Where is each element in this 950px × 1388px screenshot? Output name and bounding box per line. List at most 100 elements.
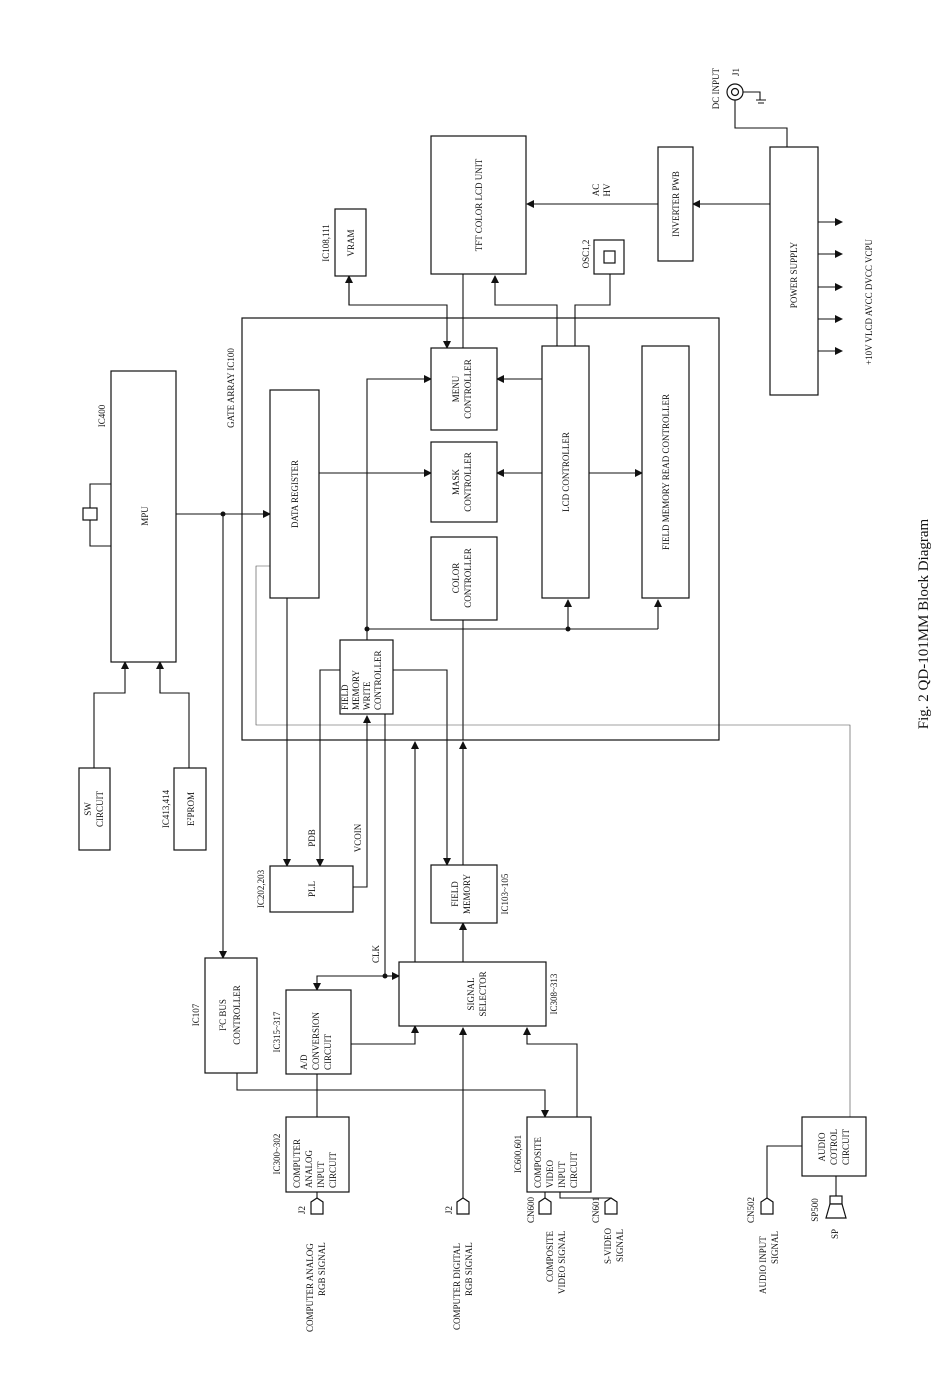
figure-caption: Fig. 2 QD-101MM Block Diagram xyxy=(916,518,932,729)
field-memory-block xyxy=(430,864,498,924)
tft-lcd-label: TFT COLOR LCD UNIT xyxy=(474,158,484,251)
svideo-signal-label-2: SIGNAL xyxy=(615,1229,625,1262)
audio-control-label-2: COTROL xyxy=(829,1129,839,1165)
i2c-label-2: CONTROLLER xyxy=(232,985,242,1045)
cn600-label: CN600 xyxy=(526,1197,536,1224)
field-memory-label-1: FIELD xyxy=(450,881,460,907)
menu-controller-label-1: MENU xyxy=(451,375,461,402)
fmw-label-1: FIELD xyxy=(340,684,350,710)
osc-crystal xyxy=(603,250,616,264)
ad-label-2: CONVERSION xyxy=(311,1011,321,1070)
pll-label: PLL xyxy=(307,881,317,897)
svideo-signal-label-1: S-VIDEO xyxy=(603,1228,613,1264)
computer-analog-label-4: CIRCUIT xyxy=(328,1151,338,1188)
j2-digital-connector-icon xyxy=(456,1197,470,1215)
fmw-label-2: MEMORY xyxy=(351,669,361,710)
audio-control-label-3: CIRCUIT xyxy=(841,1128,851,1165)
computer-analog-input-block xyxy=(285,1116,350,1193)
dc-jack-icon xyxy=(726,83,766,104)
cn601-label: CN601 xyxy=(591,1197,601,1223)
j2-analog-connector-icon xyxy=(310,1197,324,1215)
computer-analog-label-2: ANALOG xyxy=(304,1150,314,1188)
crystal-mpu xyxy=(82,507,98,521)
fmw-label-4: CONTROLLER xyxy=(373,651,383,711)
labels: MPU IC400 GATE ARRAY IC100 DATA REGISTER… xyxy=(83,68,932,1332)
vcoin-label: VCOIN xyxy=(353,823,363,852)
vram-ic-label: IC108,111 xyxy=(321,224,331,262)
menu-controller-label-2: CONTROLLER xyxy=(463,359,473,419)
cn601-connector-icon xyxy=(604,1197,618,1215)
osc-label: OSC1,2 xyxy=(581,240,591,269)
composite-label-4: CIRCUIT xyxy=(569,1151,579,1188)
ic400-label: IC400 xyxy=(97,404,107,427)
sp-label: SP xyxy=(830,1229,840,1239)
digital-signal-label-1: COMPUTER DIGITAL xyxy=(452,1243,462,1330)
lcd-controller-label: LCD CONTROLLER xyxy=(561,432,571,512)
cn600-connector-icon xyxy=(538,1197,552,1215)
audio-signal-label-2: SIGNAL xyxy=(770,1231,780,1264)
i2c-ic-label: IC107 xyxy=(191,1003,201,1026)
mask-controller-label-2: CONTROLLER xyxy=(463,452,473,512)
dc-input-label: DC INPUT xyxy=(711,68,721,110)
cn502-connector-icon xyxy=(760,1197,774,1215)
field-memory-label-2: MEMORY xyxy=(462,873,472,914)
digital-signal-label-2: RGB SIGNAL xyxy=(464,1242,474,1296)
menu-controller-block xyxy=(430,347,498,431)
vram-label: VRAM xyxy=(346,229,356,256)
composite-ic-label: IC600,601 xyxy=(513,1135,523,1173)
ad-label-3: CIRCUIT xyxy=(323,1033,333,1070)
signal-selector-ic-label: IC308~313 xyxy=(549,973,559,1014)
ad-label-1: A/D xyxy=(299,1054,309,1070)
field-memory-read-controller-label: FIELD MEMORY READ CONTROLLER xyxy=(661,394,671,550)
mpu-label: MPU xyxy=(140,506,150,526)
composite-label-2: VIDEO xyxy=(545,1160,555,1188)
hv-label: HV xyxy=(602,183,612,196)
color-controller-label-1: COLOR xyxy=(451,563,461,594)
composite-input-block xyxy=(526,1116,592,1193)
signal-selector-block xyxy=(398,961,547,1027)
analog-signal-label-1: COMPUTER ANALOG xyxy=(305,1243,315,1332)
power-rails-label: +10V VLCD AVCC DVCC VCPU xyxy=(864,239,874,365)
analog-signal-label-2: RGB SIGNAL xyxy=(317,1242,327,1296)
computer-analog-label-3: INPUT xyxy=(316,1161,326,1188)
audio-control-label-1: AUDIO xyxy=(817,1132,827,1161)
signal-selector-label-1: SIGNAL xyxy=(466,978,476,1011)
data-register-block xyxy=(269,389,320,599)
connections xyxy=(89,100,851,1202)
gate-array-label: GATE ARRAY IC100 xyxy=(226,348,236,428)
computer-analog-label-1: COMPUTER xyxy=(292,1139,302,1188)
field-memory-ic-label: IC103~105 xyxy=(500,873,510,914)
sw-circuit-block xyxy=(78,767,111,851)
field-memory-write-controller-block xyxy=(339,639,394,715)
j2-digital-label: J2 xyxy=(444,1206,454,1214)
i2c-bus-controller-block xyxy=(204,957,258,1074)
mask-controller-label-1: MASK xyxy=(451,469,461,496)
eeprom-label: E2PROM xyxy=(186,792,196,826)
ac-label: AC xyxy=(591,184,601,197)
field-memory-read-controller-block xyxy=(641,345,690,599)
inverter-pwb-block xyxy=(657,146,694,262)
mask-controller-block xyxy=(430,441,498,523)
cn502-label: CN502 xyxy=(746,1197,756,1223)
ad-ic-label: IC315~317 xyxy=(272,1011,282,1052)
sw-circuit-label-2: CIRCUIT xyxy=(95,790,105,827)
speaker-icon xyxy=(825,1195,847,1219)
color-controller-label-2: CONTROLLER xyxy=(463,548,473,608)
composite-signal-label-2: VIDEO SIGNAL xyxy=(557,1231,567,1294)
data-register-label: DATA REGISTER xyxy=(290,460,300,528)
composite-label-1: COMPOSITE xyxy=(533,1136,543,1188)
pdb-label: PDB xyxy=(307,829,317,847)
mpu-block xyxy=(110,370,177,663)
j2-analog-label: J2 xyxy=(297,1206,307,1214)
i2c-label-1: I2C BUS xyxy=(218,999,228,1031)
composite-signal-label-1: COMPOSITE xyxy=(545,1230,555,1282)
lcd-controller-block xyxy=(541,345,590,599)
color-controller-block xyxy=(430,536,498,621)
vram-block xyxy=(334,208,367,277)
clk-label: CLK xyxy=(371,944,381,963)
gate-array-frame xyxy=(241,317,720,741)
eeprom-block xyxy=(173,767,207,851)
power-supply-label: POWER SUPPLY xyxy=(789,241,799,308)
